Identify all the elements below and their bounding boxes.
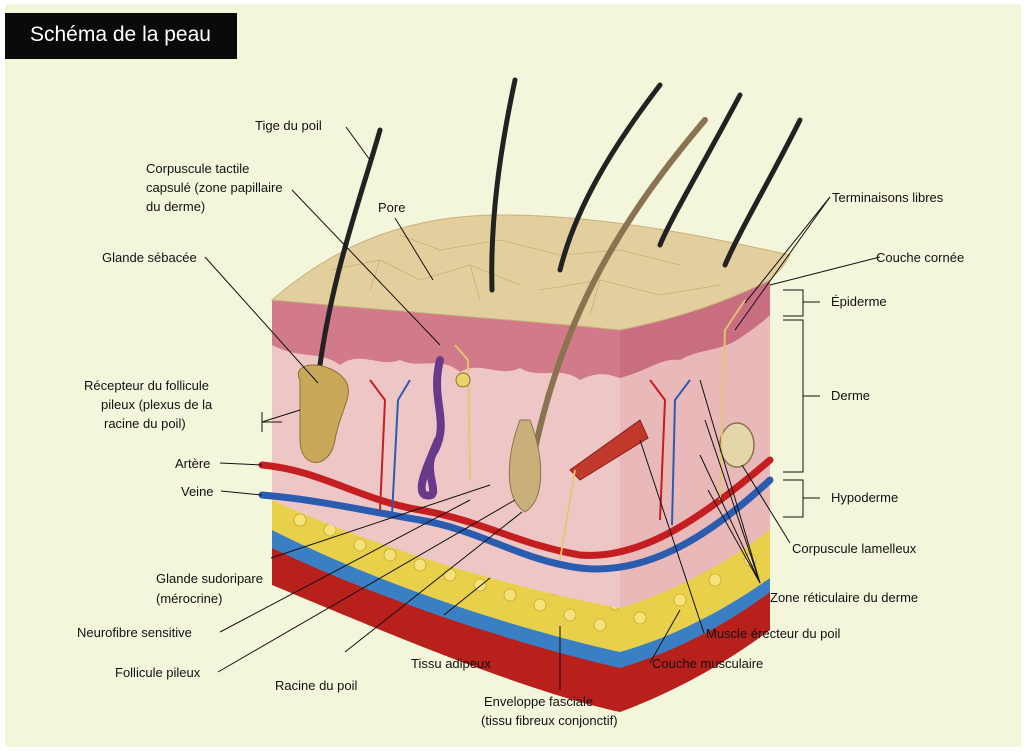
label-corpuscule-tactile-1: Corpuscule tactile xyxy=(146,161,249,176)
label-hypoderme: Hypoderme xyxy=(831,490,898,505)
label-muscle-erecteur: Muscle érecteur du poil xyxy=(706,626,841,641)
label-glande-sudoripare-1: Glande sudoripare xyxy=(156,571,263,586)
skin-block-illustration xyxy=(262,80,800,712)
label-enveloppe-2: (tissu fibreux conjonctif) xyxy=(481,713,618,728)
label-tige-du-poil: Tige du poil xyxy=(255,118,322,133)
label-artere: Artère xyxy=(175,456,210,471)
label-derme: Derme xyxy=(831,388,870,403)
label-glande-sebacee: Glande sébacée xyxy=(102,250,197,265)
tactile-corpuscle xyxy=(456,373,470,387)
label-corpuscule-tactile-2: capsulé (zone papillaire xyxy=(146,180,283,195)
label-tissu-adipeux: Tissu adipeux xyxy=(411,656,491,671)
label-follicule: Follicule pileux xyxy=(115,665,201,680)
label-couche-cornee: Couche cornée xyxy=(876,250,964,265)
label-enveloppe-1: Enveloppe fasciale xyxy=(484,694,593,709)
label-couche-musculaire: Couche musculaire xyxy=(652,656,763,671)
label-terminaisons: Terminaisons libres xyxy=(832,190,944,205)
label-recepteur-2: pileux (plexus de la xyxy=(101,397,213,412)
label-veine: Veine xyxy=(181,484,214,499)
label-racine: Racine du poil xyxy=(275,678,357,693)
label-zone-reticulaire: Zone réticulaire du derme xyxy=(770,590,918,605)
label-recepteur-3: racine du poil) xyxy=(104,416,186,431)
label-recepteur-1: Récepteur du follicule xyxy=(84,378,209,393)
label-corpuscule-lamelleux: Corpuscule lamelleux xyxy=(792,541,917,556)
label-corpuscule-tactile-3: du derme) xyxy=(146,199,205,214)
label-glande-sudoripare-2: (mérocrine) xyxy=(156,591,222,606)
label-epiderme: Épiderme xyxy=(831,294,887,309)
lamellar-corpuscle xyxy=(720,423,754,467)
label-neurofibre: Neurofibre sensitive xyxy=(77,625,192,640)
label-pore: Pore xyxy=(378,200,405,215)
